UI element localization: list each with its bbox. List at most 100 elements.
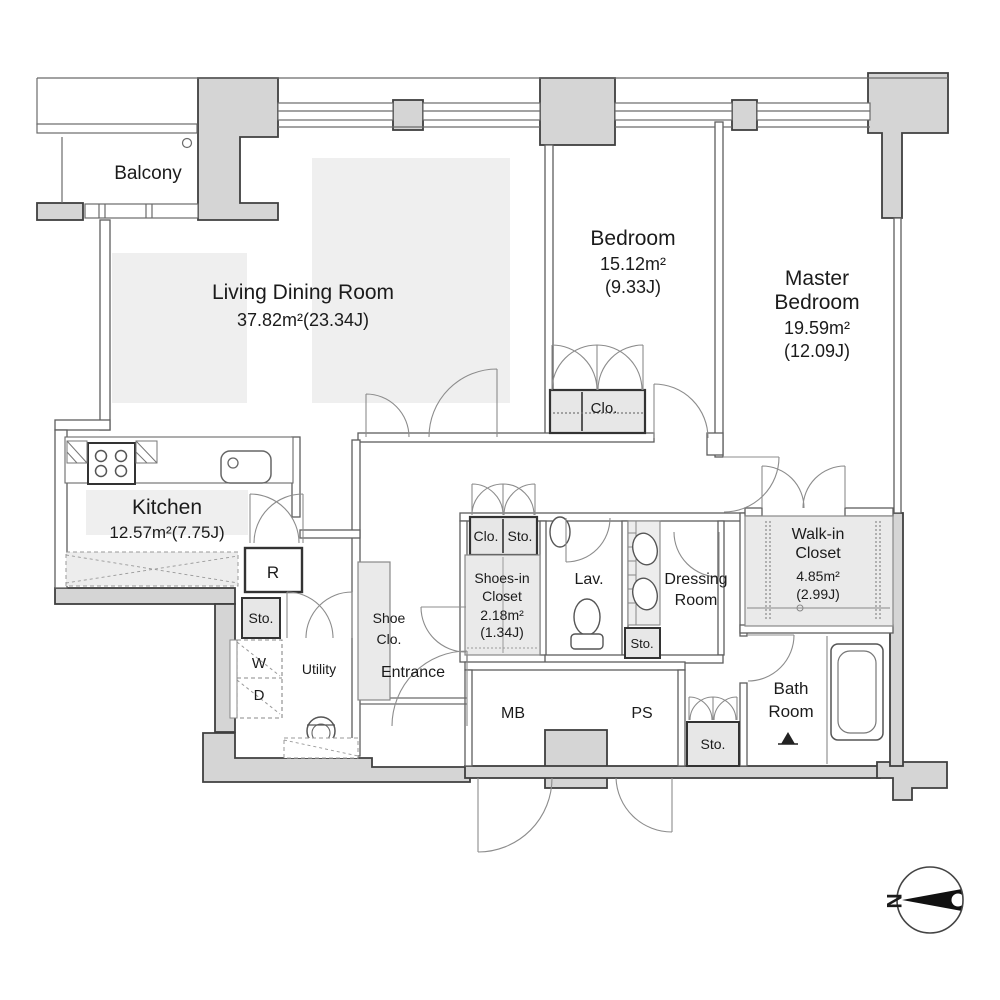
utility-counter-diagonal — [283, 739, 359, 757]
bathtub-inner — [837, 650, 877, 734]
walkin-top-wall-right — [844, 507, 894, 517]
dressing-storage-label: Sto. — [630, 636, 653, 651]
vanity-basin-bottom — [631, 577, 659, 611]
balcony-label: Balcony — [114, 163, 182, 184]
master-bedroom-area-j: (12.09J) — [784, 341, 850, 361]
walkin-closet-area-m2: 4.85m² — [796, 568, 840, 584]
walkin-closet-area-j: (2.99J) — [796, 586, 840, 602]
shower-fixture-icon — [781, 732, 795, 744]
refrigerator-label: R — [267, 563, 279, 582]
kitchen-storage-box — [241, 597, 281, 639]
bedroom-closet-folding-doors — [551, 344, 644, 391]
hall-closet-label: Clo. — [474, 528, 499, 544]
kitchen-area: 12.57m²(7.75J) — [109, 523, 224, 542]
corridor-storage-doors — [688, 696, 738, 721]
dressing-room-label-2: Room — [675, 592, 718, 609]
compass-needle — [902, 889, 962, 911]
bottom-wall — [464, 765, 881, 779]
door-swings — [249, 344, 846, 853]
hall-storage-label: Sto. — [508, 528, 533, 544]
left-wall-upper — [99, 219, 111, 431]
sanitary-fixtures — [283, 516, 884, 764]
left-wall-lower — [54, 429, 68, 589]
floor-highlight-zones — [86, 158, 510, 535]
utility-door-petals — [286, 591, 353, 639]
pillar-top-right — [867, 72, 949, 219]
master-bedroom-door — [723, 456, 780, 513]
bedroom-door — [653, 383, 709, 439]
shoes-closet-label-1: Shoes-in — [474, 570, 529, 586]
living-hall-wall — [299, 529, 361, 539]
walkin-top-wall-left — [744, 507, 763, 517]
pipe-shaft-label: PS — [631, 705, 652, 722]
structural-walls — [36, 72, 949, 801]
walkin-knob — [796, 604, 804, 612]
compass-needle-notch — [951, 893, 965, 907]
compass-circle — [896, 866, 964, 934]
washer-dryer-side-band — [229, 639, 238, 719]
bedroom-closet-label: Clo. — [591, 400, 618, 417]
master-bedroom-label-2: Bedroom — [774, 291, 859, 314]
balcony-window — [84, 203, 199, 219]
master-bedroom-label-1: Master — [785, 267, 849, 290]
right-wall-upper — [893, 217, 902, 514]
stove-burners — [94, 449, 128, 478]
entrance-label: Entrance — [381, 664, 445, 681]
kitchen-lower-cabinet-diagonals — [65, 554, 239, 584]
living-room-label: Living Dining Room — [212, 281, 394, 304]
shoes-closet-area-j: (1.34J) — [480, 624, 524, 640]
walkin-hanger-rods — [765, 521, 881, 620]
shoes-lav-wall — [539, 520, 547, 656]
kitchen-storage-label: Sto. — [249, 610, 274, 626]
dryer-label: D — [254, 687, 265, 704]
hall-closet-folding-doors — [471, 483, 536, 516]
bedroom-closet-box — [548, 388, 647, 435]
kitchen-door-petals — [249, 493, 304, 544]
cabinet-hatch-left-lines — [66, 440, 88, 464]
window-mullion-bedroom — [731, 99, 758, 131]
pillar-top-middle — [539, 77, 616, 146]
meter-box-label: MB — [501, 705, 525, 722]
shoes-closet-area-m2: 2.18m² — [480, 607, 524, 623]
living-door-large — [428, 368, 498, 438]
bottom-right-corner-wall — [876, 761, 948, 801]
walkin-closet-label-2: Closet — [795, 545, 841, 562]
washer-label: W — [252, 655, 267, 672]
living-room-area: 37.82m²(23.34J) — [237, 310, 369, 330]
balcony-drain — [181, 137, 193, 149]
vanity-basin-top — [631, 532, 659, 566]
kitchen-faucet — [227, 457, 239, 469]
shoes-closet-label-2: Closet — [482, 588, 522, 604]
lavatory-basin — [549, 516, 571, 548]
outside-door-left — [477, 777, 553, 853]
corridor-storage-label: Sto. — [701, 736, 726, 752]
outside-door-right — [615, 777, 673, 833]
cabinet-hatch-right-lines — [135, 440, 158, 464]
dressing-storage-box — [624, 627, 661, 659]
kitchen-lower-cabinets — [65, 551, 239, 587]
compass: N — [882, 866, 965, 934]
exterior-lines — [36, 77, 948, 705]
walkin-closet-label-1: Walk-in — [792, 526, 845, 543]
toilet-bowl — [573, 598, 601, 636]
fixture-labels: Clo. Clo. Sto. Sto. Sto. Sto. R W D MB P… — [249, 400, 726, 752]
utility-label: Utility — [302, 661, 336, 677]
bedroom-area-j: (9.33J) — [605, 277, 661, 297]
kitchen-bottom-wall — [54, 587, 236, 605]
shoe-closet-label-1: Shoe — [373, 610, 406, 626]
bedroom-master-wall — [714, 121, 724, 458]
mbps-right-wall — [677, 669, 686, 767]
shoe-closet-label-2: Clo. — [377, 631, 402, 647]
stove — [87, 442, 136, 485]
bedroom-area-m2: 15.12m² — [600, 254, 666, 274]
kitchen-sink — [220, 450, 272, 484]
left-wall-jog — [54, 419, 111, 431]
walkin-closet-doors — [761, 465, 846, 509]
window-mullion-living — [392, 99, 424, 131]
balcony-window-ticks — [98, 204, 153, 218]
front-door — [391, 650, 468, 727]
hall-corner-wall — [706, 432, 724, 456]
kitchen-floor-zone — [86, 490, 248, 535]
shoe-closet-band — [357, 561, 391, 701]
